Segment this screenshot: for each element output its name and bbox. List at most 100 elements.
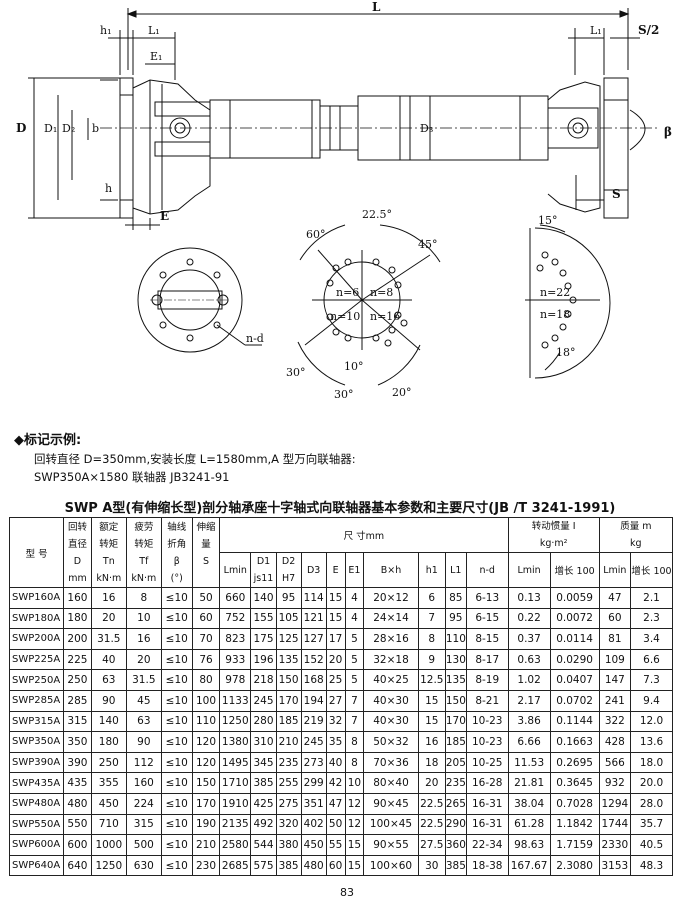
header-d-top: 回转 bbox=[67, 521, 87, 533]
table-cell: 2580 bbox=[219, 834, 252, 856]
dim-label-d: D bbox=[16, 121, 26, 135]
table-cell: 5 bbox=[344, 669, 365, 691]
table-cell: 11.53 bbox=[507, 751, 551, 774]
table-cell: 20×12 bbox=[363, 587, 419, 609]
dim-label-d1: D₁ bbox=[44, 122, 57, 135]
table-cell: 155 bbox=[250, 607, 277, 630]
table-cell: 109 bbox=[598, 648, 632, 671]
table-cell: 20 bbox=[126, 648, 162, 671]
table-cell: 170 bbox=[191, 792, 221, 815]
table-cell: 0.0059 bbox=[549, 587, 600, 609]
table-cell: 40.5 bbox=[630, 834, 673, 856]
table-cell: 8-15 bbox=[465, 628, 509, 650]
table-cell: 170 bbox=[444, 710, 467, 733]
table-cell: 3.86 bbox=[507, 710, 551, 733]
table-cell: 18.0 bbox=[630, 751, 673, 774]
table-cell: 2135 bbox=[219, 813, 252, 836]
angle-10: 10° bbox=[344, 360, 364, 373]
table-cell: 290 bbox=[444, 813, 467, 836]
header-bxh: B×h bbox=[363, 552, 419, 588]
table-cell: 55 bbox=[325, 834, 346, 856]
table-cell: 15 bbox=[417, 710, 446, 733]
table-cell: 2.17 bbox=[507, 689, 551, 712]
table-cell: 13.6 bbox=[630, 731, 673, 753]
table-cell: 566 bbox=[598, 751, 632, 774]
table-cell: 5 bbox=[344, 628, 365, 650]
dim-label-e1: E₁ bbox=[150, 50, 162, 63]
table-cell: 70 bbox=[191, 628, 221, 650]
table-cell: 1495 bbox=[219, 751, 252, 774]
table-cell: 428 bbox=[598, 731, 632, 753]
table-cell: 100×45 bbox=[363, 813, 419, 836]
holes-n10: n=10 bbox=[330, 310, 360, 323]
table-cell: 20 bbox=[417, 772, 446, 794]
table-cell: 315 bbox=[63, 710, 92, 733]
table-cell: 8 bbox=[344, 731, 365, 753]
header-mass-label: 质量 m bbox=[620, 521, 652, 532]
table-cell: 16 bbox=[90, 587, 128, 609]
table-cell: 40 bbox=[325, 751, 346, 774]
table-cell: 17 bbox=[325, 628, 346, 650]
table-cell: 350 bbox=[63, 731, 92, 753]
table-cell: 230 bbox=[191, 854, 221, 877]
table-cell: 3153 bbox=[598, 854, 632, 877]
table-cell: 823 bbox=[219, 628, 252, 650]
model-cell: SWP390A bbox=[8, 751, 65, 774]
header-tf-mid: 转矩 bbox=[134, 538, 154, 550]
header-beta-mid: 折角 bbox=[167, 538, 187, 550]
header-inertia-inc: 增长 100 bbox=[549, 552, 600, 588]
header-s-top: 伸缩 bbox=[196, 521, 216, 533]
table-cell: 25 bbox=[325, 669, 346, 691]
table-cell: 235 bbox=[444, 772, 467, 794]
header-d1-sub: js11 bbox=[253, 573, 274, 584]
model-cell: SWP160A bbox=[8, 587, 65, 609]
table-cell: 0.1663 bbox=[549, 731, 600, 753]
table-cell: 2330 bbox=[598, 834, 632, 856]
header-d2-label: D2 bbox=[281, 556, 296, 567]
table-cell: 20 bbox=[90, 607, 128, 630]
table-cell: 105 bbox=[275, 607, 302, 630]
table-cell: 47 bbox=[325, 792, 346, 815]
table-cell: 6-13 bbox=[465, 587, 509, 609]
table-cell: 121 bbox=[300, 607, 327, 630]
table-cell: 180 bbox=[63, 607, 92, 630]
header-e1: E1 bbox=[344, 552, 365, 588]
table-cell: 0.0114 bbox=[549, 628, 600, 650]
angle-18: 18° bbox=[556, 346, 576, 359]
table-cell: 932 bbox=[598, 772, 632, 794]
table-cell: 20.0 bbox=[630, 772, 673, 794]
table-cell: 10-23 bbox=[465, 731, 509, 753]
table-cell: 275 bbox=[275, 792, 302, 815]
table-cell: 15 bbox=[325, 587, 346, 609]
table-cell: 12 bbox=[344, 813, 365, 836]
table-cell: 80×40 bbox=[363, 772, 419, 794]
table-cell: 50 bbox=[325, 813, 346, 836]
table-cell: 2.3 bbox=[630, 607, 673, 630]
table-cell: 168 bbox=[300, 669, 327, 691]
header-mass-unit: kg bbox=[630, 538, 642, 549]
model-cell: SWP480A bbox=[8, 792, 65, 815]
header-tn-unit: kN·m bbox=[96, 572, 122, 584]
holes-n6: n=6 bbox=[336, 286, 359, 299]
angle-20: 20° bbox=[392, 386, 412, 399]
header-tf: 疲劳 转矩 Tf kN·m bbox=[126, 517, 162, 588]
table-cell: 100 bbox=[191, 689, 221, 712]
table-cell: 110 bbox=[191, 710, 221, 733]
marking-example: ◆标记示例: 回转直径 D=350mm,安装长度 L=1580mm,A 型万向联… bbox=[14, 432, 674, 486]
table-cell: 90 bbox=[126, 731, 162, 753]
header-inertia-unit: kg·m² bbox=[539, 538, 568, 549]
table-cell: 120 bbox=[191, 751, 221, 774]
model-cell: SWP315A bbox=[8, 710, 65, 733]
table-cell: 112 bbox=[126, 751, 162, 774]
table-cell: 285 bbox=[63, 689, 92, 712]
table-cell: 61.28 bbox=[507, 813, 551, 836]
table-cell: 20 bbox=[325, 648, 346, 671]
table-cell: 385 bbox=[275, 854, 302, 877]
table-cell: 9 bbox=[417, 648, 446, 671]
coupling-technical-drawing: L L₁ L₁ S/2 h₁ E₁ D D₁ D₂ b h E D₃ S β n… bbox=[16, 0, 672, 401]
table-cell: ≤10 bbox=[160, 772, 193, 794]
table-cell: 170 bbox=[275, 689, 302, 712]
table-cell: 95 bbox=[444, 607, 467, 630]
